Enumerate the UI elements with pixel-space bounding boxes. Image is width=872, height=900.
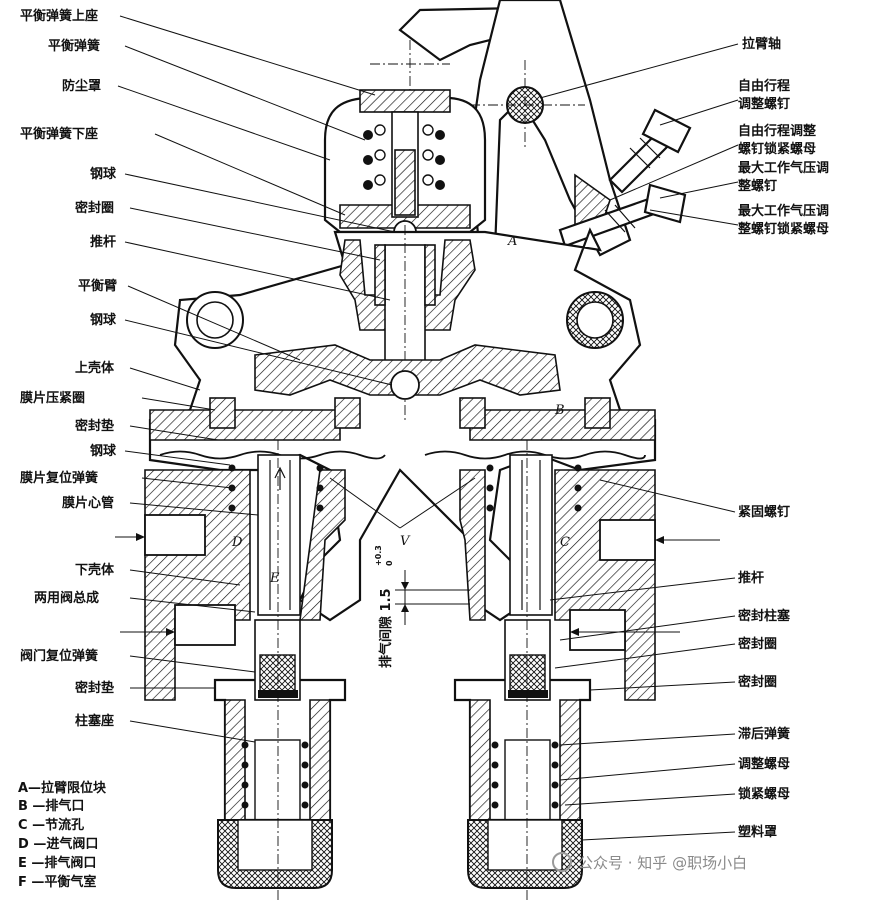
legend-B: B —排气口	[18, 798, 84, 814]
label-max-pressure-screw: 最大工作气压调整螺钉	[737, 160, 829, 194]
letter-V: V	[400, 534, 411, 549]
exhaust-gap-label: 排气间隙 1.5	[378, 588, 394, 668]
left-valve-column	[144, 440, 347, 900]
label-diaphragm-clamp-ring: 膜片压紧圈	[20, 390, 85, 406]
label-seal-ring-right-2: 密封圈	[737, 674, 777, 690]
legend: A—拉臂限位块 B —排气口 C —节流孔 D —进气阀口 E —排气阀口 F …	[18, 780, 107, 890]
label-free-travel-screw-1: 自由行程调整螺钉	[738, 78, 790, 112]
max-pressure-adjust-screw	[558, 183, 687, 248]
hysteresis-spring-left	[241, 741, 309, 809]
letter-C: C	[560, 535, 570, 550]
label-seal-ring-right-1: 密封圈	[737, 636, 777, 652]
label-balance-spring: 平衡弹簧	[48, 38, 100, 54]
diaphragm-layer	[149, 397, 656, 460]
free-travel-adjust-screw	[608, 108, 692, 194]
label-fastening-screw: 紧固螺钉	[738, 504, 790, 520]
legend-D: D —进气阀口	[18, 836, 98, 852]
label-valve-return-spring: 阀门复位弹簧	[20, 648, 98, 664]
label-steel-ball-3: 钢球	[90, 443, 117, 459]
label-push-rod: 推杆	[90, 234, 116, 250]
exhaust-gap-dimension: 排气间隙 1.5 +0.3 0	[329, 477, 476, 668]
label-balance-spring-lower-seat: 平衡弹簧下座	[20, 126, 98, 142]
label-seal-ring: 密封圈	[74, 200, 114, 216]
legend-A: A—拉臂限位块	[18, 780, 107, 796]
flow-arrows	[115, 533, 720, 636]
letter-D: D	[231, 535, 243, 550]
label-plunger-seat: 柱塞座	[75, 713, 114, 729]
legend-E: E —排气阀口	[18, 855, 96, 871]
right-labels: 拉臂轴 自由行程调整螺钉 自由行程调整螺钉锁紧螺母 最大工作气压调整螺钉 最大工…	[539, 36, 829, 841]
watermark-text: 公众号 · 知乎 @职场小白	[578, 854, 747, 872]
hysteresis-spring-right	[491, 741, 559, 809]
label-hysteresis-spring: 滞后弹簧	[738, 726, 790, 742]
balance-spring-housing	[323, 89, 487, 244]
legend-C: C —节流孔	[18, 817, 84, 833]
watermark: 公众号 · 知乎 @职场小白	[552, 852, 747, 872]
inline-letters: A B C D E V	[231, 234, 570, 586]
balance-spring-coils	[363, 124, 445, 190]
label-steel-ball-2: 钢球	[90, 312, 117, 328]
label-pull-arm-shaft: 拉臂轴	[742, 36, 781, 52]
upper-housing	[148, 225, 657, 622]
label-plastic-cover: 塑料罩	[738, 824, 777, 840]
legend-F: F —平衡气室	[18, 874, 96, 890]
label-free-travel-locknut: 自由行程调整螺钉锁紧螺母	[738, 123, 817, 157]
label-sealing-gasket-1: 密封垫	[74, 418, 114, 434]
watermark-logo-icon	[552, 852, 572, 872]
letter-A: A	[507, 234, 517, 249]
steel-ball-balance-arm	[390, 370, 420, 400]
label-dust-cover: 防尘罩	[62, 78, 101, 94]
label-balance-spring-upper-seat: 平衡弹簧上座	[20, 8, 98, 24]
right-valve-column	[453, 440, 656, 900]
label-push-rod-right: 推杆	[738, 570, 764, 586]
label-seal-plunger: 密封柱塞	[737, 608, 791, 624]
label-lock-nut: 锁紧螺母	[738, 786, 790, 802]
diaphragm-return-spring-right	[486, 464, 582, 512]
label-balance-arm: 平衡臂	[78, 278, 117, 294]
label-adjusting-nut: 调整螺母	[738, 756, 790, 772]
exhaust-gap-tol-lower: 0	[385, 560, 394, 566]
label-diaphragm-core-tube: 膜片心管	[62, 495, 114, 511]
label-diaphragm-return-spring: 膜片复位弹簧	[20, 470, 98, 486]
label-sealing-gasket-2: 密封垫	[74, 680, 114, 696]
label-lower-housing: 下壳体	[75, 562, 115, 578]
label-upper-housing: 上壳体	[75, 360, 115, 376]
label-steel-ball-1: 钢球	[90, 166, 117, 182]
left-labels: 平衡弹簧上座 平衡弹簧 防尘罩 平衡弹簧下座 钢球 密封圈 推杆 平衡臂 钢球 …	[20, 8, 396, 743]
label-dual-valve-assembly: 两用阀总成	[34, 590, 99, 606]
letter-E: E	[269, 571, 280, 586]
exhaust-gap-tol-upper: +0.3	[374, 545, 383, 566]
letter-B: B	[554, 403, 565, 418]
label-max-pressure-locknut: 最大工作气压调整螺钉锁紧螺母	[737, 203, 829, 237]
